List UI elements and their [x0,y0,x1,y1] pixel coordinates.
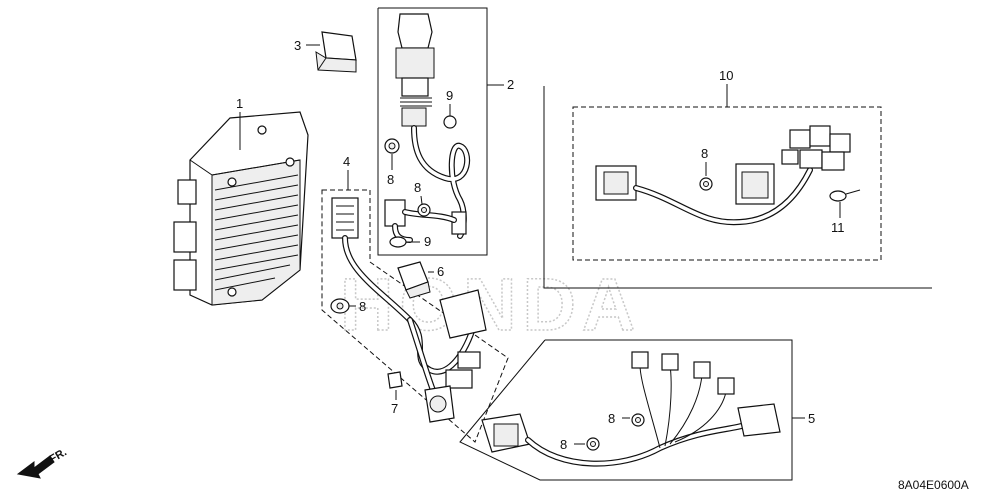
clip-9-upper[interactable] [443,104,457,129]
callout-8-part-5-lower: 8 [560,437,567,452]
harness-part-4[interactable] [331,197,487,423]
honda-watermark: HONDA [340,263,641,346]
callout-2: 2 [507,77,514,92]
clip-9-lower[interactable] [389,236,407,248]
callout-9-upper: 9 [446,88,453,103]
callout-11: 11 [831,220,845,235]
callout-3: 3 [294,38,301,53]
part-4-frame [321,189,509,443]
panel-frame [543,86,932,289]
clip-8-part-5-upper[interactable] [631,413,645,427]
harness-part-10[interactable] [595,125,851,226]
grommet-part-7[interactable] [387,371,403,389]
callout-1: 1 [236,96,243,111]
callout-7: 7 [391,401,398,416]
direction-label: FR. [48,446,69,465]
callout-4: 4 [343,154,350,169]
tie-part-11[interactable] [829,189,861,202]
clip-8-upper-right[interactable] [417,203,431,217]
ecu-module-part-1[interactable] [173,111,309,306]
harness-part-5[interactable] [481,351,781,467]
callout-8-left: 8 [387,172,394,187]
clip-8-part-4[interactable] [330,298,350,314]
callout-8-part-10: 8 [701,146,708,161]
clip-8-part-5-lower[interactable] [586,437,600,451]
harness-part-2[interactable] [384,13,470,243]
callout-8-right: 8 [414,180,421,195]
callout-8-part-4: 8 [359,299,366,314]
cover-part-3[interactable] [315,31,357,73]
connector-part-6[interactable] [397,261,431,299]
callout-5: 5 [808,411,815,426]
part-2-frame [377,7,488,256]
diagram-code: 8A04E0600A [898,478,969,492]
part-5-frame [459,339,793,481]
clip-8-upper-left[interactable] [384,138,400,154]
clip-8-part-10[interactable] [699,177,713,191]
callout-10: 10 [719,68,733,83]
callout-6: 6 [437,264,444,279]
callout-8-part-5-upper: 8 [608,411,615,426]
callout-9-lower: 9 [424,234,431,249]
front-direction-arrow-icon [16,455,55,479]
